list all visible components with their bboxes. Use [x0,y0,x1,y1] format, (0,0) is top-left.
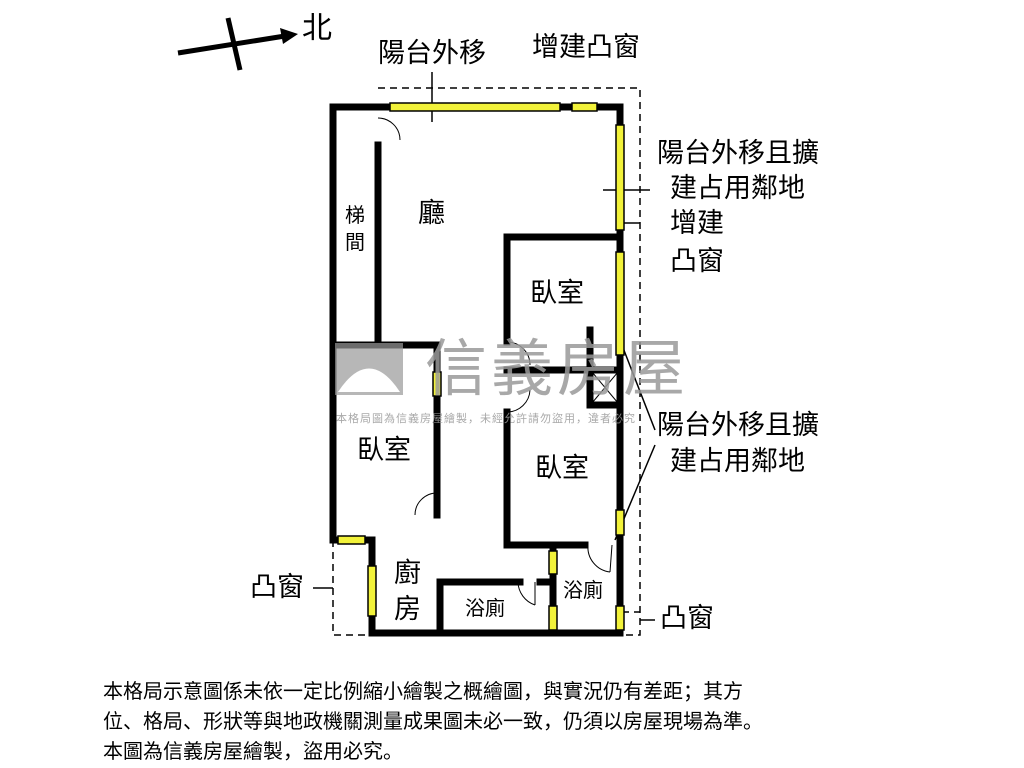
watermark-notice: 本格局圖為信義房屋繪製，未經允許請勿盜用，違者必究 [336,412,636,425]
doors [377,117,613,606]
compass-icon [177,17,298,71]
disclaimer: 本格局示意圖係未依一定比例縮小繪製之概繪圖，與實況仍有差距；其方 位、格局、形狀… [103,676,1003,766]
label-stair-1: 梯 [345,203,365,227]
extension-outline [332,87,641,636]
label-balcony-expand-2: 建占用鄰地 [670,173,805,204]
label-added-bay-window-right-1: 增建 [670,208,724,239]
label-bathroom-2: 浴廁 [563,578,603,602]
label-kitchen-1: 廚 [394,558,421,589]
label-balcony-expand-mid-1: 陽台外移且擴 [657,410,819,441]
disclaimer-line-3: 本圖為信義房屋繪製，盜用必究。 [103,739,403,763]
label-bathroom-1: 浴廁 [465,596,505,620]
windows [337,102,625,631]
label-bay-window-right: 凸窗 [660,603,714,634]
label-added-bay-window-right-2: 凸窗 [670,246,724,277]
label-bay-window-left: 凸窗 [250,572,304,603]
label-added-bay-window: 增建凸窗 [532,32,640,63]
label-living-room: 廳 [418,198,445,229]
watermark-logo [335,343,403,395]
disclaimer-line-2: 位、格局、形狀等與地政機關測量成果圖未必一致，仍須以房屋現場為準。 [103,709,763,733]
label-kitchen-2: 房 [394,594,421,625]
label-balcony-expand-mid-2: 建占用鄰地 [670,446,805,477]
closet-box [591,371,619,404]
label-balcony-moved: 陽台外移 [378,38,486,69]
label-balcony-expand-1: 陽台外移且擴 [657,138,819,169]
label-bedroom-s: 臥室 [535,453,589,484]
label-bedroom-ne: 臥室 [530,278,584,309]
north-label: 北 [302,11,332,46]
label-bedroom-w: 臥室 [357,435,411,466]
watermark-brand: 信義房屋 [425,332,690,405]
label-stair-2: 間 [345,230,365,254]
disclaimer-line-1: 本格局示意圖係未依一定比例縮小繪製之概繪圖，與實況仍有差距；其方 [103,679,743,703]
